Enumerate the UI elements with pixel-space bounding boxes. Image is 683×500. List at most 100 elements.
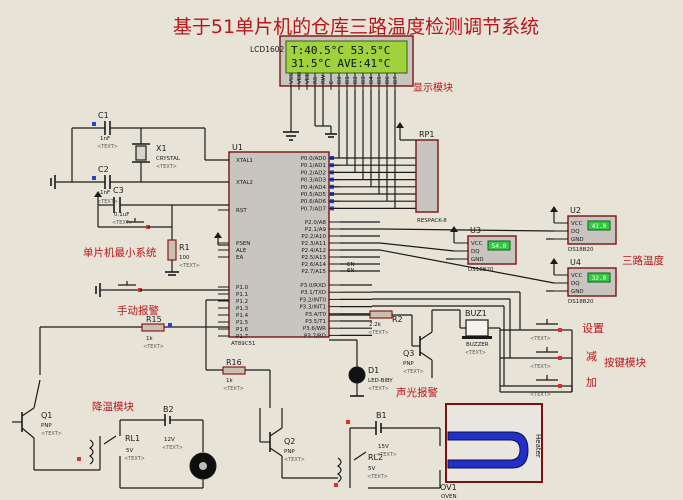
mcu-right-pin-label: P2.0/A8 — [305, 220, 327, 226]
sensor-pin-label: VCC — [571, 273, 583, 279]
key-text-tag: <TEXT> — [530, 392, 551, 398]
sensor-pin-label: DQ — [571, 229, 580, 235]
mcu-left-pin-label: EA — [236, 255, 243, 261]
lcd-pin-label: D6 — [385, 76, 391, 84]
resistor-r16: R16 1k <TEXT> — [205, 299, 271, 408]
rl2-value: 5V — [368, 466, 375, 472]
annotation-minus: 减 — [586, 350, 597, 363]
mcu-right-pin-label: P2.2/A10 — [301, 234, 326, 240]
mcu-right-pin-label: P3.2/INT0 — [299, 297, 326, 303]
mcu-left-pin-label: RST — [236, 208, 247, 214]
ov1-ref: OV1 — [440, 483, 457, 492]
key-text-tag: <TEXT> — [530, 336, 551, 342]
sensor-part: DS18B20 — [468, 267, 494, 273]
svg-text:<TEXT>: <TEXT> — [284, 457, 305, 463]
sensor-pin-label: GND — [471, 257, 484, 263]
mcu-left-pin-label: P1.4 — [236, 313, 249, 319]
b1-ref: B1 — [376, 411, 387, 420]
lcd-ground — [283, 86, 337, 141]
mcu-right-pin-label: P0.6/AD6 — [301, 199, 327, 205]
svg-text:<TEXT>: <TEXT> — [97, 144, 118, 150]
mcu-right-pin-label: P3.4/T0 — [305, 312, 326, 318]
mcu-left-pin-label: P1.7 — [236, 334, 249, 340]
annotation-manual-alarm: 手动报警 — [117, 304, 159, 317]
b2-value: 12V — [164, 437, 175, 443]
lcd-pin-label: D2 — [353, 76, 359, 84]
sound-light-alarm: D1 LED-BIBY <TEXT> R2 2.2k <TEXT> Q3 PNP… — [329, 309, 501, 397]
sensor-pin-label: GND — [571, 289, 584, 295]
temperature-sensors: 41.0VCCDQGNDU2DS18B2054.0VCCDQGNDU3DS18B… — [379, 206, 617, 305]
annotation-min-system: 单片机最小系统 — [83, 246, 157, 259]
sensor-ref: U4 — [570, 258, 581, 267]
cooling-module: Q1 PNP <TEXT> RL1 5V <TEXT> B2 12V <TEXT… — [12, 379, 217, 489]
lcd-line-2: 31.5°C AVE:41°C — [291, 57, 390, 70]
lcd-line-1: T:40.5°C 53.5°C — [291, 44, 390, 57]
en-label-1: EN — [347, 262, 355, 268]
mcu-right-pin-label: P3.7/RD — [304, 333, 326, 339]
svg-text:<TEXT>: <TEXT> — [465, 350, 486, 356]
reset-circuit: C3 0.1uF <TEXT> R1 100 <TEXT> — [94, 186, 229, 276]
mcu-right-pins: P0.0/AD0P0.1/AD1P0.2/AD2P0.3/AD3P0.4/AD4… — [299, 156, 380, 339]
lcd-pin-label: D4 — [369, 76, 375, 84]
mcu-right-pin-label: P3.0/RXD — [300, 283, 326, 289]
svg-text:<TEXT>: <TEXT> — [41, 431, 62, 437]
rp1-body — [415, 139, 439, 213]
buz1-value: BUZZER — [466, 342, 489, 348]
mcu-left-pin-label: P1.1 — [236, 292, 248, 298]
svg-text:<TEXT>: <TEXT> — [112, 220, 133, 226]
sensor-pin-label: DQ — [571, 281, 580, 287]
mcu-right-pin-label: P2.3/A11 — [301, 241, 326, 247]
mcu-left-pin-label: XTAL1 — [236, 158, 253, 164]
mcu-right-pin-label: P2.6/A14 — [301, 262, 326, 268]
svg-text:<TEXT>: <TEXT> — [97, 199, 118, 205]
lcd-pin-label: D7 — [393, 76, 399, 84]
r2-ref: R2 — [392, 315, 403, 324]
q1-ref: Q1 — [41, 411, 52, 420]
mcu-right-pin-label: P3.1/TXD — [301, 290, 326, 296]
d1-value: LED-BIBY — [368, 378, 393, 384]
heating-module: Q2 PNP <TEXT> RL2 5V <TEXT> B1 15V <TEXT… — [259, 403, 543, 500]
sensor-reading: 54.0 — [492, 243, 507, 250]
c2-value: 1nF — [100, 190, 110, 196]
r16-ref: R16 — [226, 358, 242, 367]
lcd-display: T:40.5°C 53.5°C 31.5°C AVE:41°C LCD1602 … — [250, 35, 414, 90]
q3-value: PNP — [403, 361, 414, 367]
sensor-reading: 32.0 — [592, 275, 607, 282]
mcu-left-pin-label: XTAL2 — [236, 180, 253, 186]
mcu-right-pin-label: P3.5/T1 — [305, 319, 326, 325]
mcu-right-pin-label: P0.7/AD7 — [301, 206, 327, 212]
mcu-left-pin-label: ALE — [236, 248, 247, 254]
mcu-right-pin-label: P0.1/AD1 — [301, 163, 326, 169]
lcd-pin-label: VEE — [305, 73, 311, 84]
d1-ref: D1 — [368, 366, 379, 375]
sensor-ref: U2 — [570, 206, 581, 215]
resistor-pack-rp1: RP1 RESPACK-8 — [396, 122, 447, 224]
sensor-pin-label: VCC — [471, 241, 483, 247]
c1-value: 1nF — [100, 136, 110, 142]
q2-ref: Q2 — [284, 437, 295, 446]
key-button-3: <TEXT> — [500, 375, 573, 398]
mcu-chip: U1 AT89C51 XTAL1XTAL2RSTPSENALEEAP1.0P1.… — [218, 143, 380, 347]
svg-text:<TEXT>: <TEXT> — [367, 474, 388, 480]
rl1-ref: RL1 — [125, 434, 140, 443]
r15-ref: R15 — [146, 315, 162, 324]
x1-value: CRYSTAL — [156, 156, 181, 162]
mcu-right-pin-label: P0.0/AD0 — [301, 156, 327, 162]
q2-value: PNP — [284, 449, 295, 455]
r2-value: 2.2k — [369, 322, 382, 328]
mcu-right-pin-label: P3.6/WR — [303, 326, 326, 332]
sensor-pin-label: VCC — [571, 221, 583, 227]
heater-element — [447, 431, 529, 469]
svg-text:<TEXT>: <TEXT> — [376, 452, 397, 458]
key-text-tag: <TEXT> — [530, 364, 551, 370]
annotation-display: 显示模块 — [413, 82, 453, 94]
svg-text:<TEXT>: <TEXT> — [403, 369, 424, 375]
mcu-left-pin-label: P1.0 — [236, 285, 249, 291]
data-bus — [329, 90, 416, 211]
mcu-right-pin-label: P0.4/AD4 — [301, 185, 327, 191]
buz1-ref: BUZ1 — [465, 309, 487, 318]
annotation-plus: 加 — [586, 376, 597, 389]
mcu-right-pin-label: P2.5/A13 — [301, 255, 326, 261]
